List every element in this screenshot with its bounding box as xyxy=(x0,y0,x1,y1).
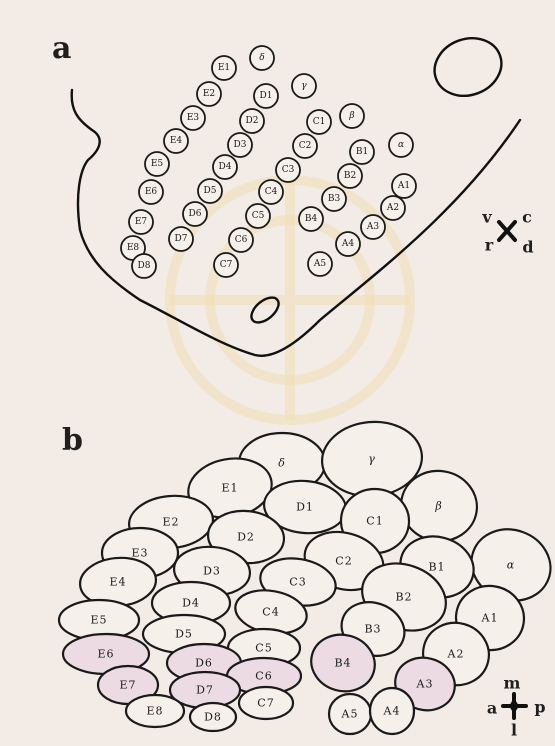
panel-b-cell-label-e5: E5 xyxy=(90,614,107,627)
panel-a-cell-label-gamma: γ xyxy=(301,81,307,91)
panel-b-cell-label-c4: C4 xyxy=(262,606,279,619)
panel-a-cell-label-c6: C6 xyxy=(235,235,248,245)
panel-a-cell-label-e4: E4 xyxy=(170,136,183,146)
panel-a-cell-label-delta: δ xyxy=(259,53,264,63)
panel-a-cell-label-b2: B2 xyxy=(344,171,356,181)
panel-b-cell-label-a3: A3 xyxy=(416,678,434,691)
panel-b-orientation: m a p l xyxy=(487,674,546,740)
panel-a-cell-label-alpha: α xyxy=(398,140,404,150)
panel-b-cell-label-e8: E8 xyxy=(146,705,163,718)
panel-a-cell-label-e8: E8 xyxy=(127,243,140,253)
panel-b-cell-label-e7: E7 xyxy=(119,679,136,692)
panel-b-cell-label-alpha: α xyxy=(507,559,515,572)
panel-b-cell-label-d1: D1 xyxy=(296,501,314,514)
orientation-l: l xyxy=(511,721,517,740)
panel-b-cell-label-c2: C2 xyxy=(335,555,352,568)
panel-a-cell-label-d7: D7 xyxy=(175,234,188,244)
panel-b-cell-label-a4: A4 xyxy=(383,705,401,718)
orientation-d: d xyxy=(522,238,533,257)
panel-a-cell-label-beta: β xyxy=(348,111,354,121)
panel-a-cell-label-d4: D4 xyxy=(219,162,232,172)
panel-b-cell-label-c3: C3 xyxy=(289,576,306,589)
panel-b-label: b xyxy=(62,423,83,458)
panel-b-cell-label-d8: D8 xyxy=(204,711,222,724)
panel-b-cell-label-c7: C7 xyxy=(257,697,274,710)
panel-b-cell-label-a1: A1 xyxy=(481,612,499,625)
panel-a-cell-label-e7: E7 xyxy=(135,217,148,227)
panel-a-cell-label-d1: D1 xyxy=(260,91,273,101)
panel-a-cell-label-c3: C3 xyxy=(282,165,295,175)
panel-a-cell-label-c2: C2 xyxy=(299,141,312,151)
panel-a-cell-label-d8: D8 xyxy=(138,261,151,271)
panel-b-cell-label-gamma: γ xyxy=(368,453,376,466)
panel-b-cell-label-d6: D6 xyxy=(195,657,213,670)
panel-a-cell-label-e6: E6 xyxy=(145,187,158,197)
panel-a-cell-label-c7: C7 xyxy=(220,260,233,270)
panel-a-label: a xyxy=(52,31,71,66)
panel-b-cell-label-e1: E1 xyxy=(221,482,238,495)
panel-a-cell-label-a5: A5 xyxy=(313,259,326,269)
panel-a-cell-label-d5: D5 xyxy=(204,186,217,196)
panel-b-cell-label-d7: D7 xyxy=(196,684,214,697)
panel-b-cell-label-d5: D5 xyxy=(175,628,193,641)
panel-b-cell-label-d4: D4 xyxy=(182,597,200,610)
panel-b-cell-label-a5: A5 xyxy=(341,708,359,721)
orientation-v: v xyxy=(481,208,492,227)
panel-b-cell-label-b4: B4 xyxy=(334,657,351,670)
panel-a-cell-label-c5: C5 xyxy=(252,211,265,221)
panel-a-cell-label-e2: E2 xyxy=(203,89,215,99)
panel-a-cell-label-a4: A4 xyxy=(341,239,354,249)
panel-a-cell-label-e1: E1 xyxy=(218,63,230,73)
orientation-cross-a xyxy=(499,222,515,240)
panel-b-cell-label-b3: B3 xyxy=(364,623,381,636)
panel-b-cell-label-beta: β xyxy=(434,500,442,513)
panel-a-cell-label-b1: B1 xyxy=(356,147,368,157)
orientation-p: p xyxy=(534,698,545,717)
panel-b-cell-label-c5: C5 xyxy=(255,642,272,655)
panel-a-cell-label-d2: D2 xyxy=(246,116,259,126)
panel-b-cell-label-c1: C1 xyxy=(366,515,383,528)
panel-a-cell-label-d6: D6 xyxy=(189,209,202,219)
panel-b-cell-label-e6: E6 xyxy=(97,648,114,661)
panel-a-cell-label-d3: D3 xyxy=(234,140,247,150)
panel-a-cell-label-a1: A1 xyxy=(397,181,410,191)
panel-b-cell-label-e3: E3 xyxy=(131,547,148,560)
panel-b-cell-label-a2: A2 xyxy=(447,648,465,661)
panel-a-cell-label-e5: E5 xyxy=(151,159,164,169)
panel-a-cell-label-b4: B4 xyxy=(305,214,318,224)
panel-a-cell-label-e3: E3 xyxy=(187,113,200,123)
panel-a-cell-label-c4: C4 xyxy=(265,187,278,197)
orientation-cross-b-diamond xyxy=(509,698,519,714)
panel-a-cell-label-a3: A3 xyxy=(366,222,379,232)
panel-a-orientation: v c r d xyxy=(481,208,533,257)
panel-a-upper-hole xyxy=(426,29,509,105)
orientation-m: m xyxy=(504,674,521,693)
panel-b-cell-label-c6: C6 xyxy=(255,670,272,683)
panel-b-cell-label-e2: E2 xyxy=(162,516,179,529)
orientation-c: c xyxy=(522,208,532,227)
panel-b-cell-label-b1: B1 xyxy=(428,561,445,574)
panel-a-cell-label-b3: B3 xyxy=(328,194,341,204)
panel-b-cell-label-delta: δ xyxy=(278,457,286,470)
panel-b-cell-label-b2: B2 xyxy=(395,591,412,604)
panel-b-cell-label-d2: D2 xyxy=(237,531,255,544)
panel-a-cell-label-c1: C1 xyxy=(313,117,326,127)
orientation-a: a xyxy=(487,699,497,718)
panel-a-cell-label-a2: A2 xyxy=(386,203,399,213)
orientation-r: r xyxy=(485,236,494,255)
panel-b-cell-label-e4: E4 xyxy=(109,576,126,589)
panel-b-cell-label-d3: D3 xyxy=(203,565,221,578)
